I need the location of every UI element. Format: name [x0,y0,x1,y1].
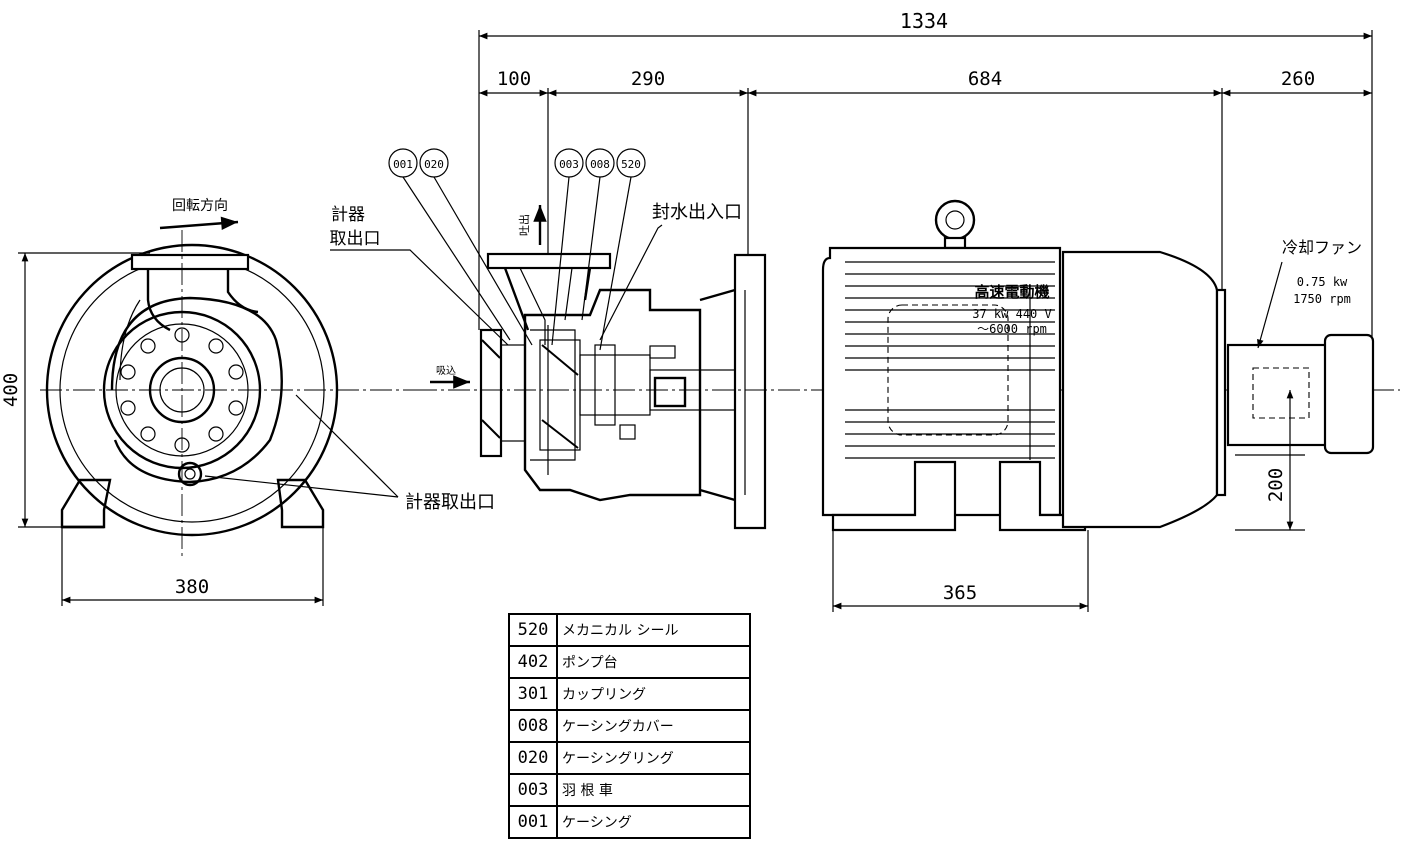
table-row: 020 ケーシングリング [508,741,751,775]
part-name: ケーシング [556,805,751,839]
dim-overall-length: 1334 [900,9,948,33]
callout-008: 008 [590,158,610,171]
label-seal-water-port: 封水出入口 [652,202,742,223]
callout-020: 020 [424,158,444,171]
front-view: 400 380 [0,198,420,606]
part-name: 羽 根 車 [556,773,751,807]
table-row: 003 羽 根 車 [508,773,751,807]
label-motor-title: 高速電動機 [974,283,1049,301]
motor-view: 365 高速電動機 37 kw 440 V ～6000 rpm [821,199,1227,612]
part-name: カップリング [556,677,751,711]
part-number: 020 [508,741,558,775]
label-motor-spec-2: ～6000 rpm [977,322,1047,336]
callouts: 001 020 003 008 520 計器 取出口 計器取出口 封水出入口 [204,148,742,513]
dim-segment-1: 100 [497,68,531,90]
label-fan-spec-1: 0.75 kw [1297,275,1348,289]
dim-segment-2: 290 [631,68,665,90]
label-gauge-port-line2: 取出口 [330,229,381,249]
dim-base-width: 380 [175,576,209,598]
label-gauge-port-front: 計器取出口 [405,492,495,513]
label-discharge: 吐出 [517,214,531,236]
label-suction: 吸込 [436,365,456,377]
part-number: 008 [508,709,558,743]
label-fan-title: 冷却ファン [1282,238,1362,257]
part-name: ポンプ台 [556,645,751,679]
part-name: メカニカル シール [556,613,751,647]
dim-segment-3: 684 [968,68,1002,90]
table-row: 001 ケーシング [508,805,751,839]
flange-bolts [120,327,244,453]
label-rotation-direction: 回転方向 [172,198,228,214]
part-number: 402 [508,645,558,679]
callout-520: 520 [621,158,641,171]
callout-001: 001 [393,158,413,171]
callout-003: 003 [559,158,579,171]
part-number: 520 [508,613,558,647]
table-row: 301 カップリング [508,677,751,711]
table-row: 520 メカニカル シール [508,613,751,647]
table-row: 402 ポンプ台 [508,645,751,679]
label-fan-spec-2: 1750 rpm [1293,292,1351,306]
part-name: ケーシングリング [556,741,751,775]
motor-fins [845,261,1055,459]
part-name: ケーシングカバー [556,709,751,743]
part-number: 301 [508,677,558,711]
dim-shaft-height: 200 [1265,468,1287,502]
dim-segment-4: 260 [1281,68,1315,90]
table-row: 008 ケーシングカバー [508,709,751,743]
part-number: 001 [508,805,558,839]
dim-height: 400 [0,373,22,407]
top-dimensions: 1334 100 290 684 260 [478,9,1373,345]
dim-motor-foot-span: 365 [943,582,977,604]
label-motor-spec-1: 37 kw 440 V [972,307,1051,321]
label-gauge-port-line1: 計器 [331,205,365,225]
parts-list-table: 520 メカニカル シール 402 ポンプ台 301 カップリング 008 ケー… [508,613,751,839]
part-number: 003 [508,773,558,807]
fan-view: 200 冷却ファン 0.75 kw 1750 rpm [1226,238,1375,531]
